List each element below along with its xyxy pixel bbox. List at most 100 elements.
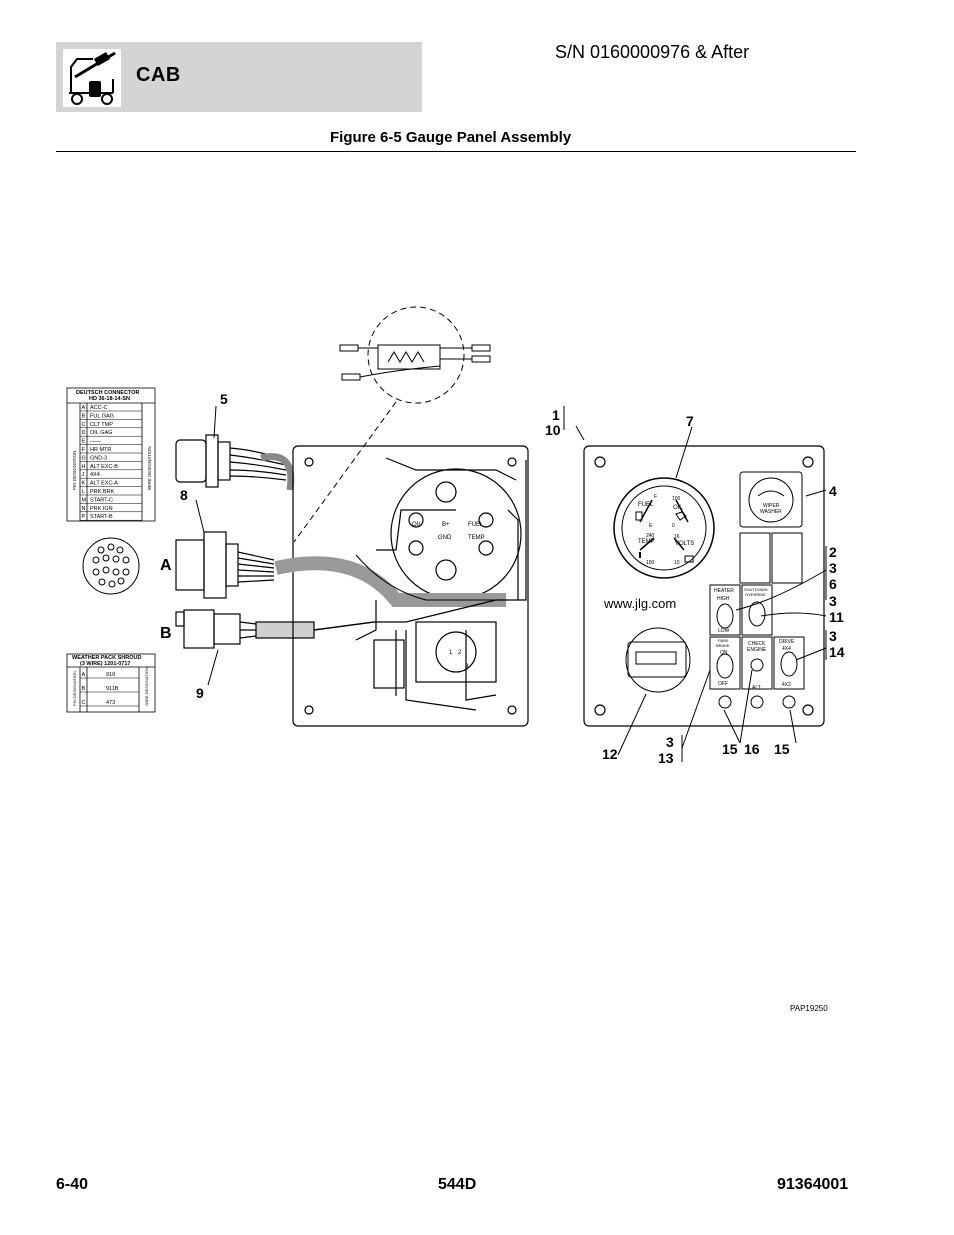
gauge-fuel-label: FUEL	[638, 502, 654, 508]
serial-number: S/N 0160000976 & After	[555, 42, 750, 62]
gauge-temp-lo: 100	[646, 560, 655, 566]
deutsch-wire: START-C	[90, 497, 113, 503]
deutsch-pin: B	[82, 413, 86, 419]
callout-3d: 3	[666, 734, 674, 750]
panel-front	[583, 445, 825, 727]
deutsch-wire: HR MTR	[90, 447, 111, 453]
deutsch-pin: J	[82, 472, 85, 478]
heater-high: HIGH	[717, 596, 730, 602]
deutsch-title-1: DEUTSCH CONNECTOR	[76, 390, 139, 396]
section-title: CAB	[136, 64, 181, 86]
gauge-temp-label: TEMP	[638, 539, 655, 545]
deutsch-wire: PRK BRK	[90, 489, 114, 495]
deutsch-wire: PRK IGN	[90, 506, 113, 512]
deutsch-pin: A	[82, 405, 86, 411]
gauge-fuel-f: F	[654, 494, 657, 500]
wiper-label-2: WASHER	[760, 509, 782, 515]
wiper-label-1: WIPER	[763, 503, 780, 509]
deutsch-wire-header: WIRE DESIGNATION	[147, 446, 152, 490]
panel-back	[274, 445, 529, 727]
relay-label-1: 1	[449, 650, 453, 656]
relay-label-3: 3	[465, 664, 469, 670]
drive-title: DRIVE	[779, 639, 795, 645]
deutsch-pin: P	[82, 514, 86, 520]
callout-4: 4	[829, 483, 837, 499]
callout-9-leader	[207, 649, 219, 686]
deutsch-title-2: HD 36-18-14-SN	[89, 396, 130, 402]
resistor-detail	[339, 306, 491, 404]
callout-12: 12	[602, 746, 618, 762]
callout-a: A	[160, 557, 172, 574]
drive-4x2: 4X2	[782, 682, 791, 688]
callout-3a: 3	[829, 560, 837, 576]
gauge-oil-lo: 0	[672, 523, 675, 529]
deutsch-wire: START-B	[90, 514, 113, 520]
deutsch-wire: OIL GAG	[90, 430, 112, 436]
park-brake-switch[interactable]	[709, 636, 741, 709]
deutsch-wire: ——	[90, 439, 102, 445]
drive-4x4: 4X4	[782, 646, 791, 652]
gauge-oil-hi: 100	[672, 496, 681, 502]
weather-pack-table: WEATHER PACK SHROUD (3 WIRE) 1201-0717 P…	[66, 653, 156, 713]
connector-b	[175, 609, 375, 649]
check-engine-title-2: ENGINE	[747, 647, 767, 653]
header-rule	[56, 151, 856, 152]
park-brake-title-1: PARK	[718, 638, 729, 643]
callout-7: 7	[686, 413, 694, 429]
callout-1: 1	[552, 407, 560, 423]
park-brake-off: OFF	[718, 681, 728, 687]
park-brake-on: ON	[720, 650, 728, 656]
callout-leaders	[563, 406, 827, 762]
callout-11: 11	[829, 609, 844, 625]
back-label-temp: TEMP	[468, 535, 485, 541]
drive-switch[interactable]	[773, 636, 805, 709]
deutsch-pin: N	[82, 506, 86, 512]
deutsch-pin: L	[82, 489, 85, 495]
back-label-gnd: GND	[438, 535, 452, 541]
callout-13: 13	[658, 750, 674, 766]
back-label-oil: OIL	[412, 522, 422, 528]
connector-a	[175, 531, 275, 599]
deutsch-wire: ALT EXC-B	[90, 464, 118, 470]
callout-8-leader	[195, 499, 205, 533]
weather-pin: C	[82, 700, 86, 706]
shutdown-override-switch[interactable]	[741, 584, 773, 636]
shutdown-title-2: OVERRIDE	[745, 592, 766, 597]
gauge-fuel-e: E	[649, 523, 653, 529]
park-brake-title-2: BRAKE	[716, 643, 730, 648]
deutsch-pin: K	[82, 481, 86, 487]
blank-plug-2	[771, 532, 803, 584]
callout-9: 9	[196, 685, 204, 701]
gauge-volts-hi: 16	[674, 534, 680, 540]
image-code: PAP19250	[790, 1004, 828, 1013]
weather-pin-header: PIN DESIGNATION	[72, 671, 77, 706]
callout-numbers: 5 8 A B 9 1 10 7 4 2 3 6 3 11 3 14 12 3 …	[160, 391, 845, 766]
callout-b: B	[160, 625, 172, 642]
deutsch-pin: E	[82, 439, 86, 445]
callout-5: 5	[220, 391, 228, 407]
heater-switch[interactable]	[709, 584, 741, 636]
callout-15b: 15	[774, 741, 790, 757]
deutsch-wire: ACC-C	[90, 405, 107, 411]
weather-pin: B	[82, 686, 86, 692]
oil-can-icon	[675, 511, 687, 521]
telehandler-icon	[63, 49, 121, 107]
weather-title-1: WEATHER PACK SHROUD	[72, 655, 141, 661]
deutsch-wire: CLT TMP	[90, 422, 113, 428]
deutsch-wire: GND-3	[90, 455, 107, 461]
weather-wire: 911B	[106, 686, 119, 692]
callout-14: 14	[829, 644, 845, 660]
deutsch-table: DEUTSCH CONNECTOR HD 36-18-14-SN PIN DES…	[66, 387, 156, 522]
deutsch-pin: G	[82, 455, 86, 461]
wiper-washer-switch[interactable]	[739, 471, 803, 528]
deutsch-pin: M	[82, 497, 87, 503]
detail-leader	[293, 401, 397, 543]
deutsch-pin: D	[82, 430, 86, 436]
callout-15a: 15	[722, 741, 738, 757]
footer-doc-number: 91364001	[777, 1176, 849, 1193]
hour-meter	[625, 627, 691, 693]
deutsch-wire: FUL GAG	[90, 413, 114, 419]
section-header: CAB	[56, 42, 422, 112]
weather-wire: 473	[106, 700, 115, 706]
deutsch-connector	[175, 434, 295, 491]
